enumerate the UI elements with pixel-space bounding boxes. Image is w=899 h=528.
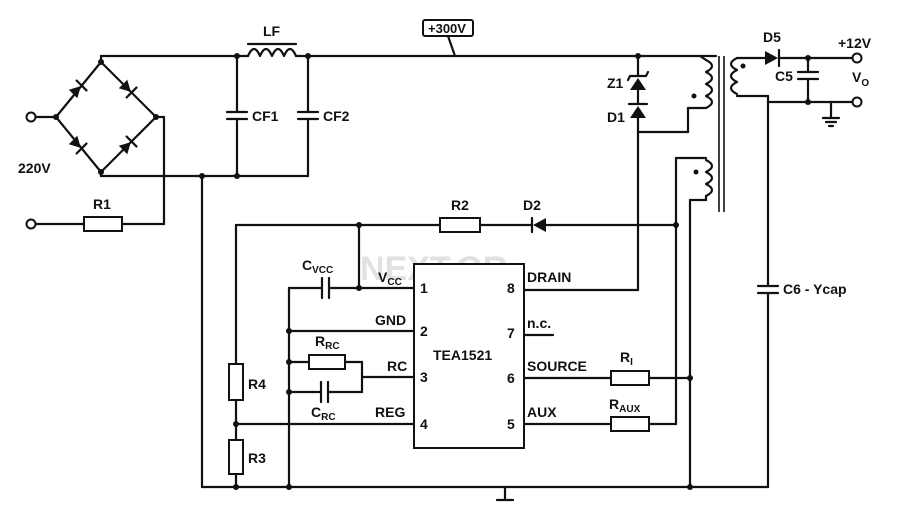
pin-1-number: 1 [420,280,428,296]
r3-label: R3 [248,450,266,466]
transformer-secondary [729,56,770,98]
ac-terminal-bottom [25,218,84,230]
pin-8-number: 8 [507,280,515,296]
c6-label: C6 - Ycap [783,281,847,297]
pin-vcc-label: VCC [378,269,402,288]
output-terminal-return [851,96,863,108]
output-voltage-label: +12V [838,35,872,51]
pin-nc-label: n.c. [527,315,551,331]
pin-aux-label: AUX [527,404,557,420]
input-voltage-label: 220V [18,160,51,176]
ri-label: RI [620,349,633,368]
pin-rc-label: RC [387,358,407,374]
output-ground-icon [821,100,841,128]
resistor-ri [610,370,693,386]
cvcc-label: CVCC [302,257,333,276]
capacitor-cvcc [287,223,416,489]
pin-3-number: 3 [420,369,428,385]
pin-gnd-label: GND [375,312,406,328]
inductor-lf [246,42,718,58]
cf1-label: CF1 [252,108,279,124]
r2-label: R2 [451,197,469,213]
z1-label: Z1 [607,75,624,91]
lf-label: LF [263,23,281,39]
chassis-ground-icon [495,485,515,502]
cf2-label: CF2 [323,108,350,124]
d2-label: D2 [523,197,541,213]
r4-label: R4 [248,376,266,392]
pin-reg-label: REG [375,404,405,420]
resistor-r1 [80,216,166,232]
clamp-z1-d1 [626,53,690,134]
output-terminal-positive [851,52,863,64]
d1-label: D1 [607,109,625,125]
capacitor-cf1 [225,53,249,179]
diode-d5 [765,48,854,68]
rail-300v-label: +300V [428,21,466,36]
ic-tea1521 [413,263,525,449]
pin-source-label: SOURCE [527,358,587,374]
resistor-rrc [286,354,364,370]
capacitor-cf2 [296,53,320,178]
bridge-rectifier [53,59,159,175]
c5-label: C5 [775,68,793,84]
d5-label: D5 [763,29,781,45]
pin-2-number: 2 [420,323,428,339]
auxiliary-winding [674,156,714,489]
resistor-r2 [234,217,534,233]
crc-label: CRC [311,404,336,423]
pin-drain-label: DRAIN [527,269,571,285]
pin-6-number: 6 [507,370,515,386]
transformer-primary [636,54,714,292]
resistor-raux [610,416,678,432]
pin-7-number: 7 [507,325,515,341]
rail-300v-flag [422,19,474,58]
pin-5-number: 5 [507,416,515,432]
ic-name: TEA1521 [433,347,492,363]
ac-terminal-top [25,111,58,123]
rrc-label: RRC [315,333,340,352]
resistor-r3 [228,439,244,490]
raux-label: RAUX [609,396,641,415]
capacitor-crc [286,360,416,404]
resistor-r4 [228,223,244,442]
vo-label: VO [852,69,869,89]
diode-d2 [530,216,679,234]
pin-4-number: 4 [420,416,428,432]
capacitor-c6-ycap [756,100,780,489]
r1-label: R1 [93,196,111,212]
capacitor-c5 [796,55,820,105]
